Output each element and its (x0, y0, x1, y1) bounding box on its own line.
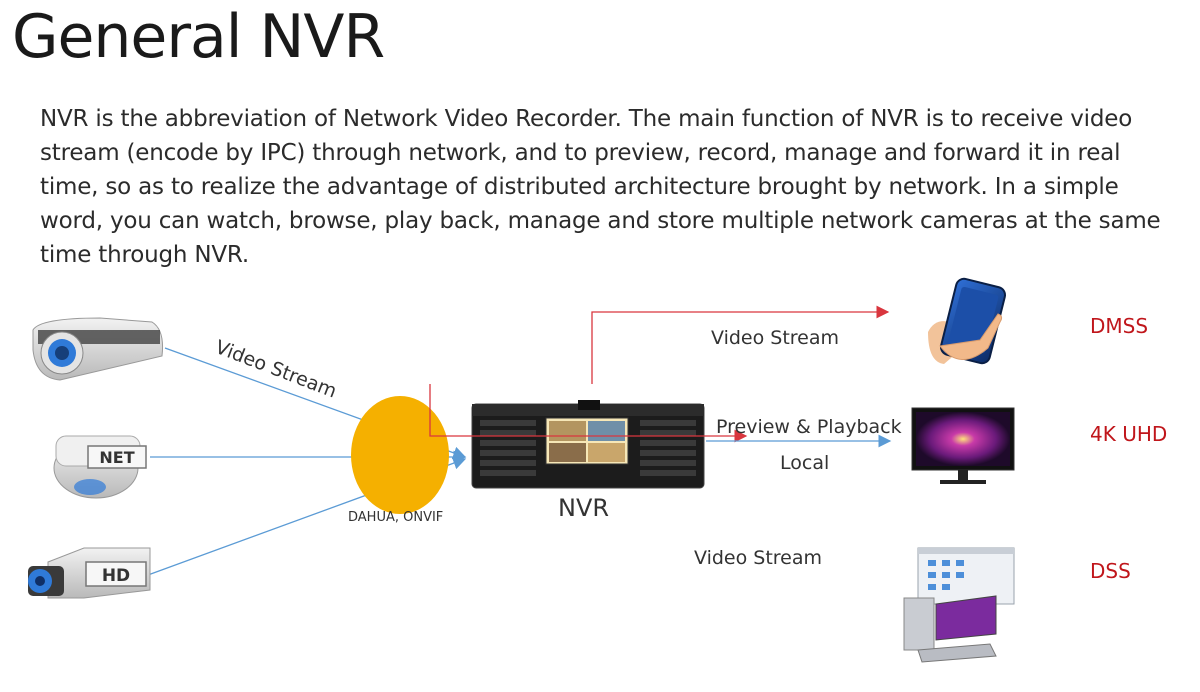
preview-red-arrow (429, 384, 748, 443)
dest-dss-label: DSS (1090, 559, 1131, 583)
dest-dmss-label: DMSS (1090, 314, 1148, 338)
desktop-computer-icon (903, 547, 1015, 663)
out-mid-label: Preview & Playback (716, 416, 902, 438)
box-camera-icon: HD (28, 547, 151, 599)
description-text: NVR is the abbreviation of Network Video… (40, 106, 1161, 268)
protocol-label: DAHUA, ONVIF (348, 510, 443, 525)
out-top-label: Video Stream (711, 327, 839, 349)
out-mid-sub-label: Local (780, 452, 829, 474)
dest-4k-label: 4K UHD (1090, 422, 1167, 446)
net-camera-label: NET (99, 448, 134, 467)
dome-camera-icon: NET (53, 435, 147, 499)
page-title: General NVR (12, 2, 385, 72)
smartphone-icon (928, 277, 1006, 365)
hd-camera-label: HD (102, 566, 130, 586)
input-stream-label: Video Stream (212, 336, 339, 402)
out-bot-label: Video Stream (694, 547, 822, 569)
monitor-icon (911, 407, 1015, 484)
bullet-camera-icon (32, 317, 163, 381)
nvr-label: NVR (558, 494, 609, 522)
dmss-red-arrow (591, 305, 890, 384)
nvr-device-icon (471, 400, 705, 489)
protocol-hub (351, 396, 449, 514)
